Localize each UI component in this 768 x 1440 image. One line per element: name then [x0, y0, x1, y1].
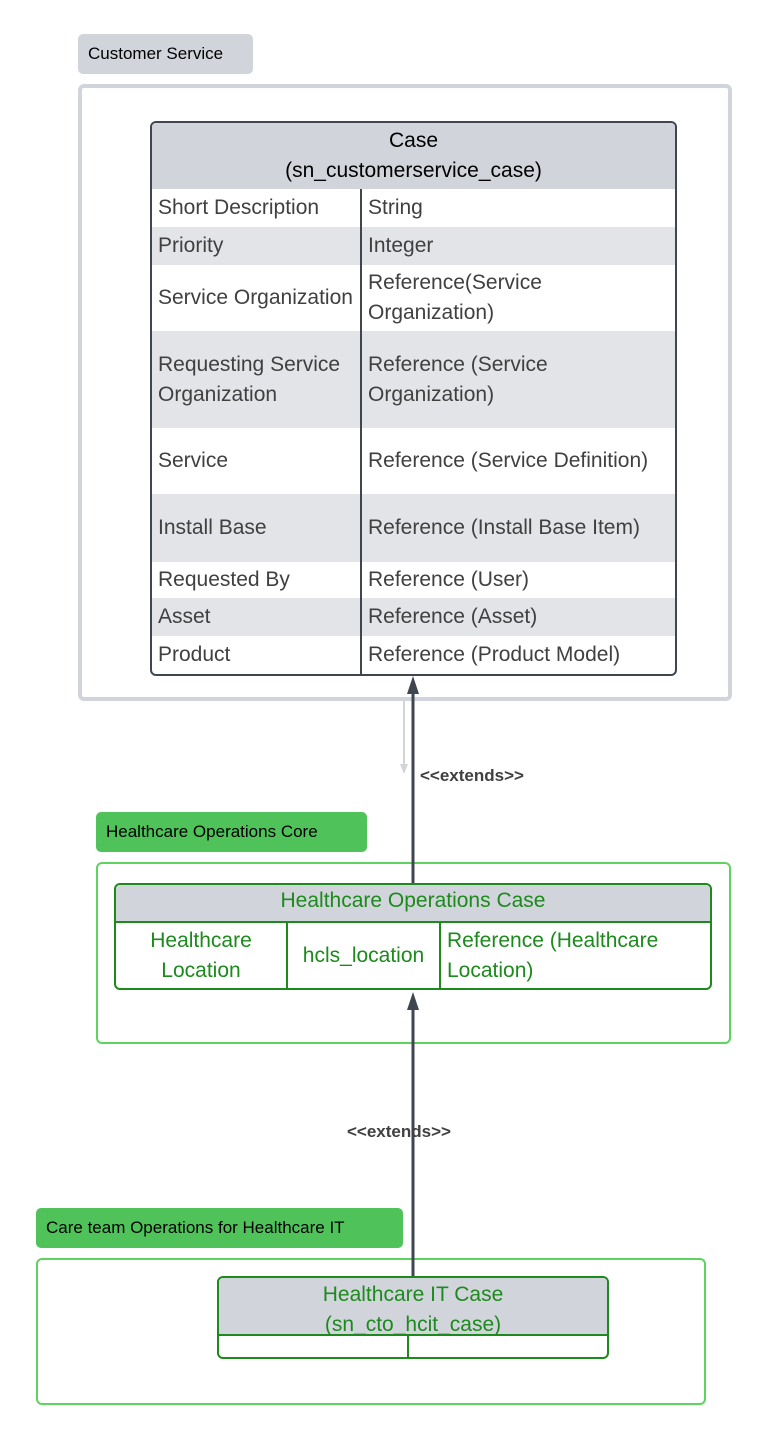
- healthcare-it-case-header: Healthcare IT Case (sn_cto_hcit_case): [219, 1278, 607, 1336]
- table-row: Short Description String: [152, 189, 675, 227]
- table-row: Product Reference (Product Model): [152, 636, 675, 674]
- extends-label-bottom: <<extends>>: [347, 1122, 451, 1141]
- table-row: Requesting Service Organization Referenc…: [152, 331, 675, 428]
- row-name: Requested By: [152, 562, 362, 598]
- row-type: Integer: [368, 234, 434, 257]
- table-row: Service Reference (Service Definition): [152, 428, 675, 494]
- row-name: Asset: [152, 598, 362, 636]
- row-type: String: [368, 196, 423, 219]
- table-row: Requested By Reference (User): [152, 562, 675, 598]
- extends-label-top: <<extends>>: [420, 766, 524, 785]
- row-type: Reference (Install Base Item): [368, 516, 640, 539]
- case-table-header: Case (sn_customerservice_case): [152, 123, 675, 189]
- row-empty-cell: [409, 1336, 607, 1357]
- row-type: Reference (Service Definition): [368, 449, 649, 472]
- case-table-subtitle: (sn_customerservice_case): [285, 159, 542, 182]
- row-name: Service: [152, 428, 362, 494]
- row-name: Short Description: [152, 189, 362, 227]
- row-name: Install Base: [152, 494, 362, 562]
- row-type: Reference (Asset): [368, 605, 538, 628]
- healthcare-it-case-title: Healthcare IT Case: [322, 1283, 504, 1306]
- table-row: Asset Reference (Asset): [152, 598, 675, 636]
- row-type: Reference (Service Organization): [368, 352, 548, 406]
- healthcare-operations-case-header: Healthcare Operations Case: [116, 885, 710, 923]
- table-row: [219, 1336, 607, 1357]
- case-table-title: Case: [388, 129, 439, 152]
- table-row: Install Base Reference (Install Base Ite…: [152, 494, 675, 562]
- healthcare-operations-case-title: Healthcare Operations Case: [280, 889, 546, 912]
- row-name: Requesting Service Organization: [152, 331, 362, 428]
- table-row: Priority Integer: [152, 227, 675, 265]
- row-type: Reference (Healthcare Location): [447, 928, 659, 982]
- case-table: Case (sn_customerservice_case) Short Des…: [150, 121, 677, 676]
- faint-arrow-head: [400, 764, 408, 774]
- table-row: Service Organization Reference(Service O…: [152, 265, 675, 331]
- healthcare-it-case-subtitle: (sn_cto_hcit_case): [324, 1313, 502, 1336]
- table-row: Healthcare Location hcls_location Refere…: [116, 923, 710, 988]
- row-name: Service Organization: [152, 265, 362, 331]
- group-frame-care-team-operations: [36, 1258, 706, 1405]
- row-empty-cell: [219, 1336, 409, 1357]
- group-frame-customer-service: [78, 84, 732, 701]
- row-field: hcls_location: [288, 923, 441, 988]
- row-type: Reference (User): [368, 568, 530, 591]
- group-label-healthcare-operations-core: Healthcare Operations Core: [96, 812, 367, 852]
- row-name: Product: [152, 636, 362, 674]
- row-name: Priority: [152, 227, 362, 265]
- group-label-customer-service: Customer Service: [78, 34, 253, 74]
- group-label-care-team-operations: Care team Operations for Healthcare IT: [36, 1208, 403, 1248]
- row-label: Healthcare Location: [116, 923, 288, 988]
- healthcare-operations-case-table: Healthcare Operations Case Healthcare Lo…: [114, 883, 712, 990]
- healthcare-it-case-table: Healthcare IT Case (sn_cto_hcit_case): [217, 1276, 609, 1359]
- row-type: Reference (Product Model): [368, 643, 621, 666]
- row-type: Reference(Service Organization): [368, 271, 542, 324]
